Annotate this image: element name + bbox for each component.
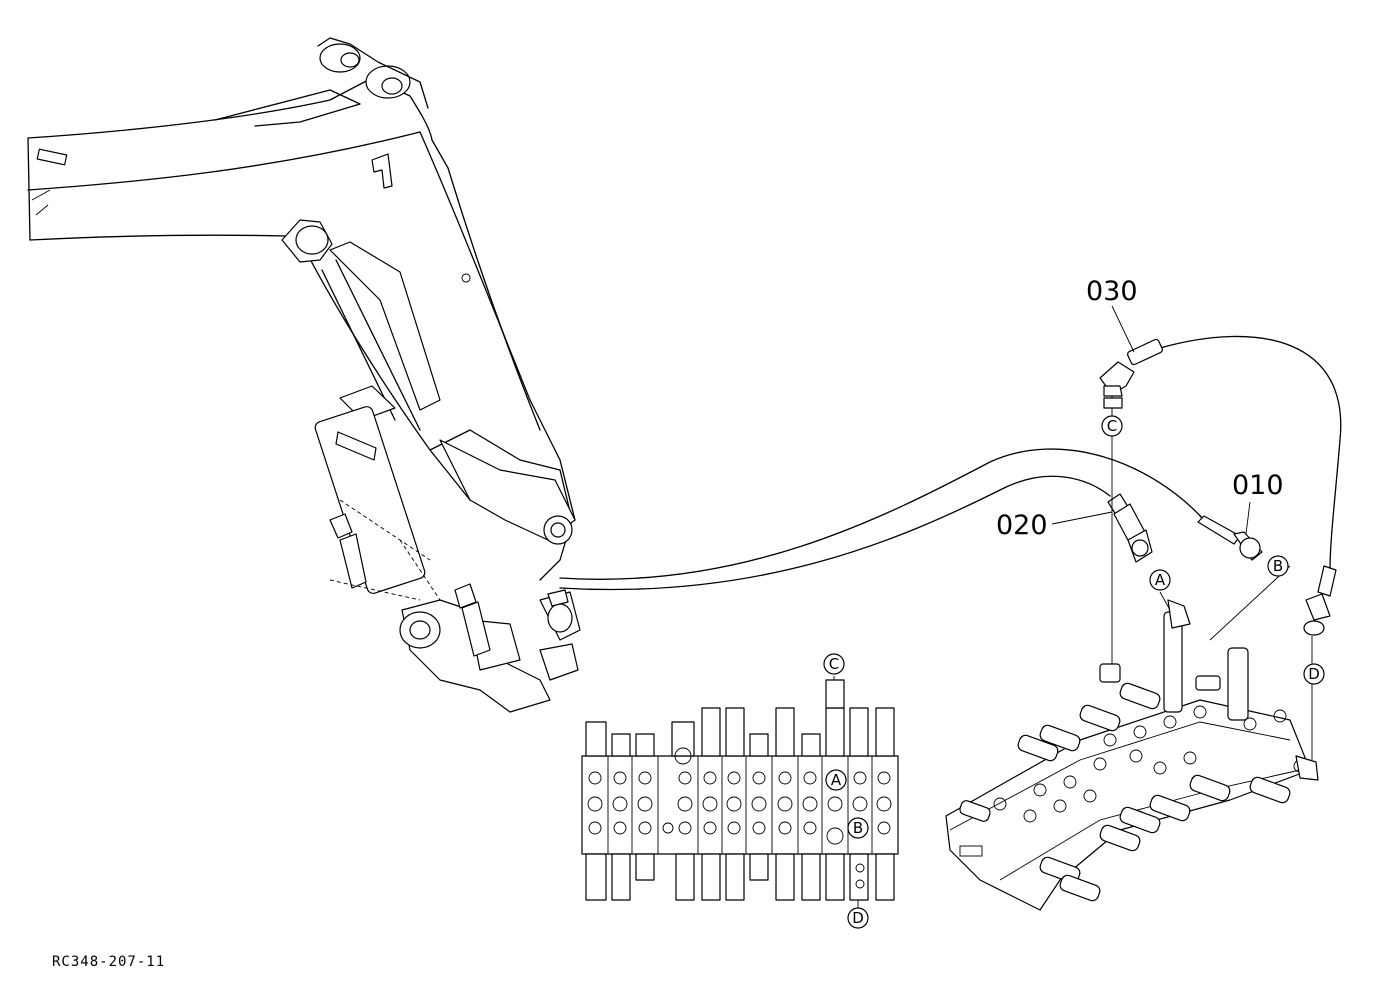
part-labels[interactable]: 030 020 010	[996, 276, 1284, 541]
drawing-reference: RC348-207-11	[52, 954, 165, 970]
port-marker-b-iso: B	[1267, 555, 1289, 577]
part-label-010[interactable]: 010	[1232, 470, 1284, 501]
hose-030	[1159, 335, 1342, 571]
part-label-020[interactable]: 020	[996, 510, 1048, 541]
port-marker-c-front: C	[823, 653, 845, 675]
port-marker-b-front: B	[847, 817, 869, 839]
svg-text:D: D	[852, 909, 864, 927]
svg-text:C: C	[1107, 417, 1117, 435]
port-markers: A B C D A B C D	[823, 415, 1325, 929]
port-marker-d-iso: D	[1303, 663, 1325, 685]
svg-text:D: D	[1308, 665, 1320, 683]
svg-text:A: A	[1155, 571, 1166, 589]
control-valve-front-view	[581, 679, 899, 901]
fitting-010	[1197, 515, 1263, 561]
port-marker-a-iso: A	[1149, 569, 1171, 591]
fitting-030	[1099, 338, 1163, 412]
port-marker-c-iso: C	[1101, 415, 1123, 437]
port-marker-a-front: A	[825, 769, 847, 791]
fitting-020	[1107, 493, 1153, 563]
svg-text:C: C	[829, 655, 839, 673]
hose-020	[559, 475, 1111, 591]
svg-text:A: A	[831, 771, 842, 789]
port-marker-d-front: D	[847, 907, 869, 929]
hydraulic-hoses	[559, 335, 1342, 591]
svg-text:B: B	[1273, 557, 1283, 575]
svg-text:B: B	[853, 819, 863, 837]
part-label-030[interactable]: 030	[1086, 276, 1138, 307]
boom-arm	[27, 37, 581, 713]
fitting-d-elbow	[1303, 565, 1337, 636]
control-valve-iso-view	[945, 599, 1319, 911]
